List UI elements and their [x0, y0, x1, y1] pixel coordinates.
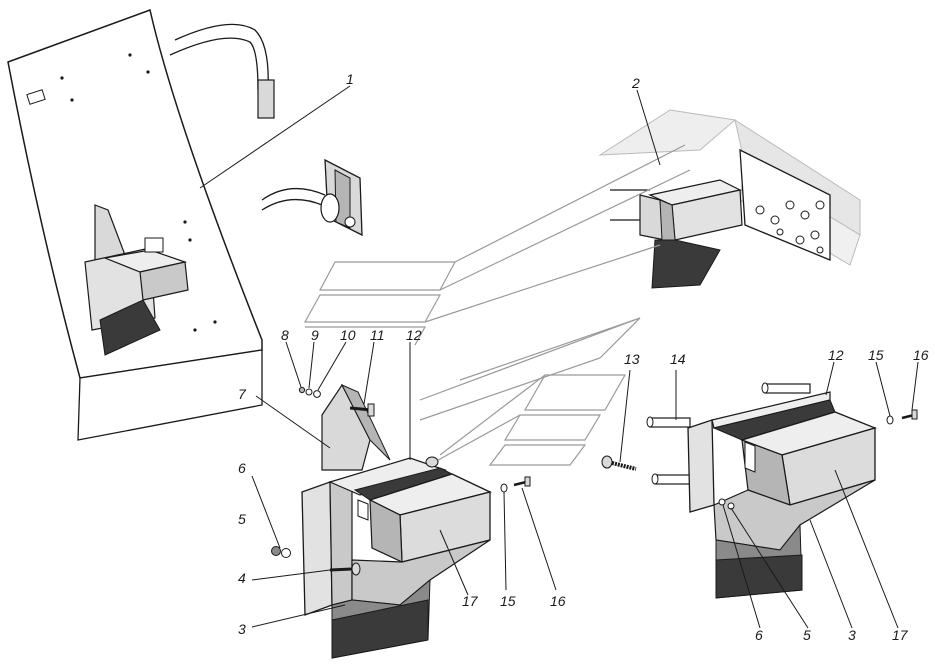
chassis-frame-illustration — [598, 109, 861, 266]
callout-6-right: 6 — [755, 627, 763, 643]
callout-14: 14 — [670, 351, 686, 367]
callout-4: 4 — [238, 570, 246, 586]
callout-17: 17 — [462, 593, 479, 609]
leader-lines — [199, 85, 919, 629]
callout-1: 1 — [346, 71, 354, 87]
assembly-connector-lines — [303, 144, 691, 471]
callout-6: 6 — [238, 460, 246, 476]
callout-5-right: 5 — [803, 627, 811, 643]
callout-13: 13 — [624, 351, 640, 367]
callout-3-right: 3 — [848, 627, 856, 643]
callout-16: 16 — [550, 593, 566, 609]
callout-labels: 1 2 8 9 10 11 12 7 6 5 4 3 17 15 16 13 1… — [238, 71, 929, 643]
callout-12-right: 12 — [828, 347, 844, 363]
callout-7: 7 — [238, 386, 247, 402]
mudguard-panel — [7, 9, 363, 441]
callout-5: 5 — [238, 511, 246, 527]
buffer-assembly-exploded — [271, 383, 531, 659]
callout-3: 3 — [238, 621, 246, 637]
callout-12: 12 — [406, 327, 422, 343]
callout-9: 9 — [311, 327, 319, 343]
frame-mounted-buffer — [639, 179, 743, 289]
callout-15-right: 15 — [868, 347, 884, 363]
callout-17-right: 17 — [892, 627, 909, 643]
callout-8: 8 — [281, 327, 289, 343]
callout-16-right: 16 — [913, 347, 929, 363]
buffer-assembly-assembled — [601, 382, 918, 599]
callout-11: 11 — [370, 327, 385, 343]
callout-15: 15 — [500, 593, 516, 609]
callout-2: 2 — [631, 75, 640, 91]
callout-10: 10 — [340, 327, 356, 343]
